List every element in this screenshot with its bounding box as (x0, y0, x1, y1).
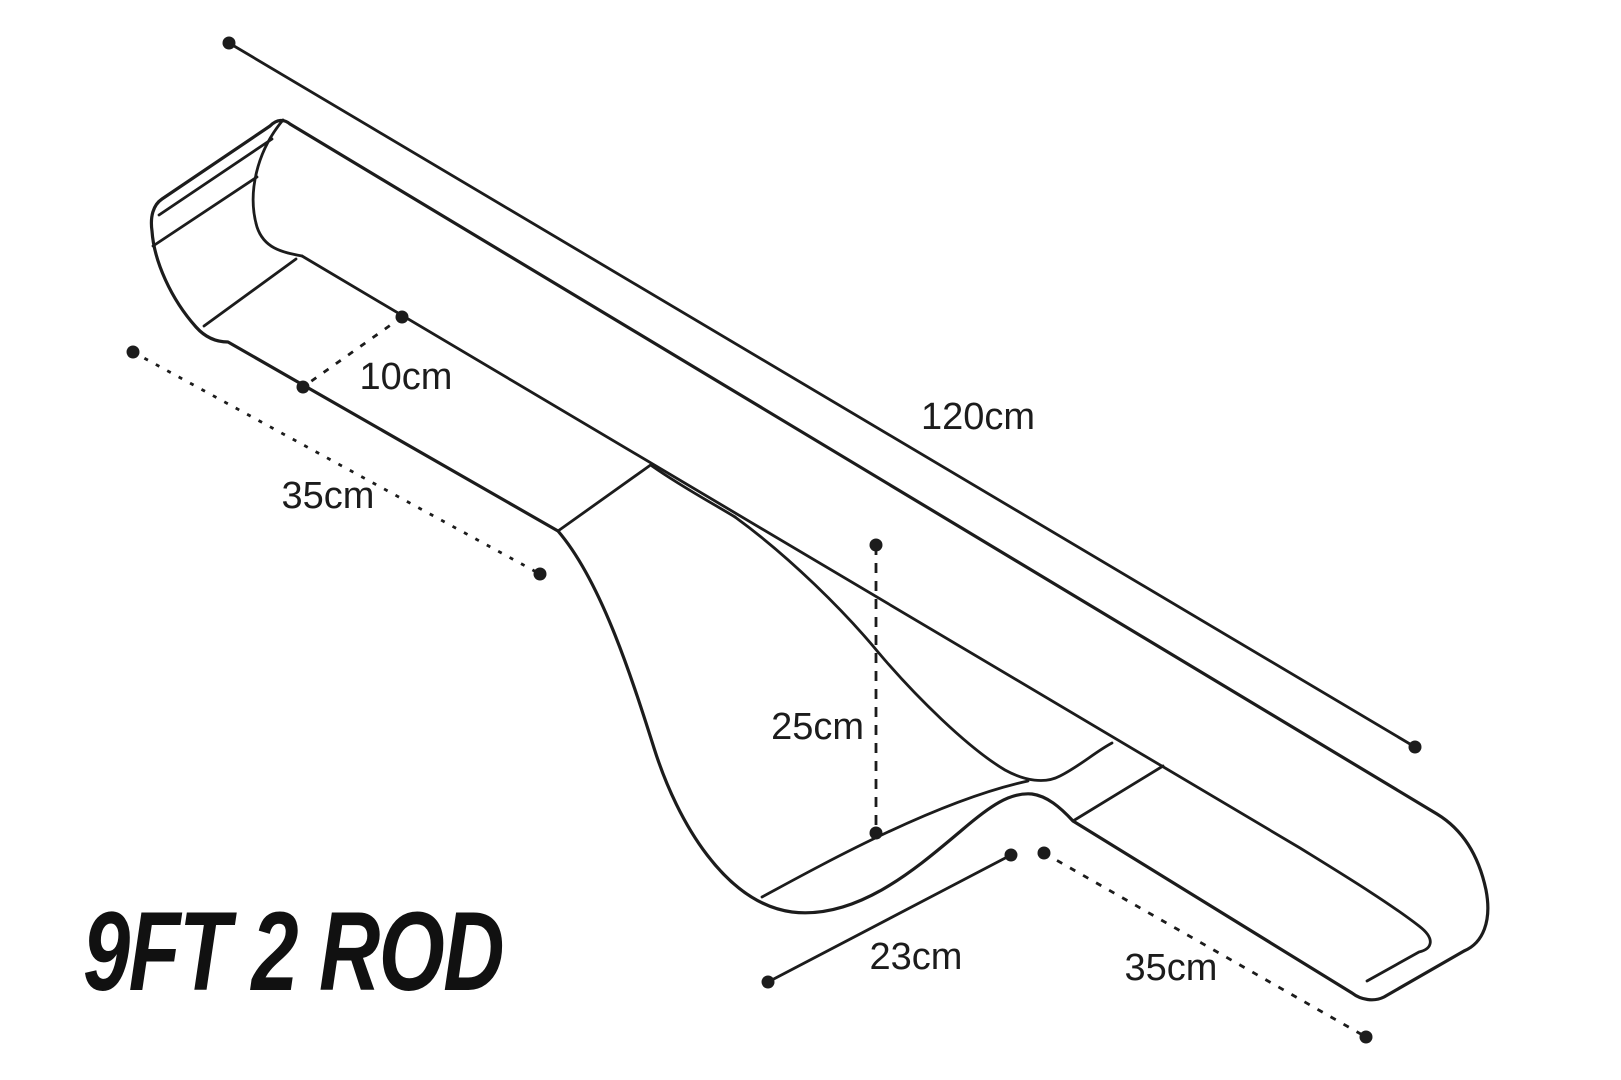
pocket-crease-line (760, 779, 1030, 899)
butt-section-seam (1071, 764, 1165, 823)
dim-pocket-depth-label: 25cm (771, 706, 864, 748)
pocket-left-seam (556, 462, 654, 533)
left-cap-rim-curve (251, 118, 304, 258)
dim-butt-section: 35cm (1037, 846, 1373, 1044)
dim-pocket-length-line (767, 853, 1012, 984)
dim-endpoint-dot (126, 345, 140, 359)
dim-total-length: 120cm (222, 36, 1422, 754)
left-cap-seam (202, 257, 298, 328)
dim-butt-section-line (1043, 851, 1367, 1039)
pocket-right-curve (733, 515, 1114, 782)
dim-endpoint-dot (1004, 848, 1018, 862)
dim-endpoint-dot (869, 538, 883, 552)
rod-bag-drawing (149, 118, 1490, 1002)
dim-endpoint-dot (869, 826, 883, 840)
dim-endpoint-dot (222, 36, 236, 50)
dim-total-length-line (228, 41, 1416, 749)
middle-seam-line (300, 254, 1432, 983)
dim-tip-section: 35cm (126, 345, 547, 581)
dim-endpoint-dot (533, 567, 547, 581)
page-title: 9FT 2 ROD (83, 889, 503, 1014)
dim-endpoint-dot (761, 975, 775, 989)
dim-pocket-length: 23cm (761, 848, 1018, 989)
rod-bag-outline (149, 118, 1490, 1002)
dim-endpoint-dot (1408, 740, 1422, 754)
left-cap-zipper-line-2 (151, 175, 259, 248)
pocket-top-edge (650, 464, 737, 519)
dim-endpoint-dot (1037, 846, 1051, 860)
dim-pocket-depth: 25cm (771, 538, 883, 840)
dim-tip-width: 10cm (296, 310, 453, 398)
dim-pocket-length-label: 23cm (870, 936, 963, 978)
left-cap-zipper-line-1 (157, 137, 274, 217)
dim-tip-width-label: 10cm (360, 356, 453, 398)
dim-endpoint-dot (395, 310, 409, 324)
dim-tip-width-line (302, 315, 403, 389)
dim-endpoint-dot (1359, 1030, 1373, 1044)
dim-butt-section-label: 35cm (1125, 947, 1218, 989)
dim-tip-section-label: 35cm (282, 475, 375, 517)
dim-total-length-label: 120cm (921, 396, 1035, 438)
dim-endpoint-dot (296, 380, 310, 394)
